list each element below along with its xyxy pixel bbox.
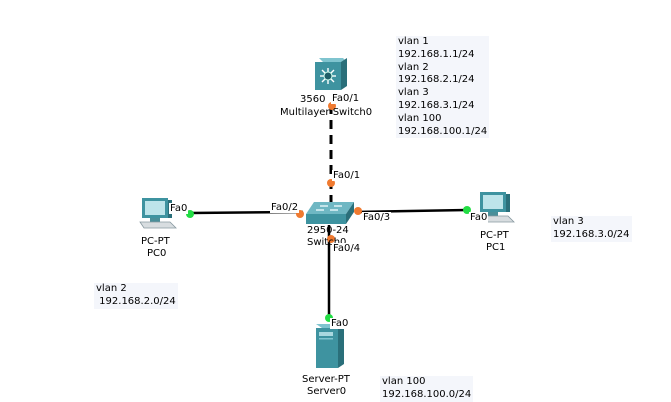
mls-name-label: Multilayer Switch0 xyxy=(280,107,373,118)
switch-port-fa02: Fa0/2 xyxy=(270,202,300,213)
switch-icon xyxy=(306,202,354,224)
pc-icon xyxy=(139,198,177,229)
pc0-name-label: PC0 xyxy=(147,248,167,259)
link-switch-pc1[interactable] xyxy=(355,208,468,214)
pc0-model-label: PC-PT xyxy=(141,236,170,247)
multilayer-switch[interactable] xyxy=(313,56,349,92)
pc0-port-fa0: Fa0 xyxy=(169,203,189,214)
server-model-label: Server-PT xyxy=(302,374,350,385)
multilayer-switch-icon xyxy=(315,58,347,90)
note-pc1-network: vlan 3 192.168.3.0/24 xyxy=(551,216,632,242)
switch-model-label: 2950-24 xyxy=(307,225,349,236)
note-pc0-network: vlan 2 192.168.2.0/24 xyxy=(94,283,178,309)
note-mls-vlans: vlan 1 192.168.1.1/24 vlan 2 192.168.2.1… xyxy=(396,36,490,139)
status-light-sw-fa01 xyxy=(327,179,335,187)
status-light-sw-fa04 xyxy=(327,235,335,243)
status-light-sw-fa03 xyxy=(354,207,362,215)
pc0[interactable] xyxy=(138,196,180,232)
pc1-port-fa0: Fa0 xyxy=(469,212,489,223)
server-port-fa0: Fa0 xyxy=(330,318,350,329)
pc1-name-label: PC1 xyxy=(486,242,506,253)
switch-port-fa01: Fa0/1 xyxy=(332,170,362,181)
switch-port-fa03: Fa0/3 xyxy=(362,212,392,223)
server-name-label: Server0 xyxy=(307,386,347,397)
pc1-model-label: PC-PT xyxy=(480,230,509,241)
mls-model-label: 3560 xyxy=(300,94,326,105)
mls-port-fa01: Fa0/1 xyxy=(331,93,361,104)
switch-port-fa04: Fa0/4 xyxy=(332,243,362,254)
status-light-mls-fa01 xyxy=(328,102,336,110)
switch-name-label: Switch0 xyxy=(307,237,347,248)
access-switch[interactable] xyxy=(304,200,356,226)
note-server-network: vlan 100 192.168.100.0/24 xyxy=(380,376,474,402)
